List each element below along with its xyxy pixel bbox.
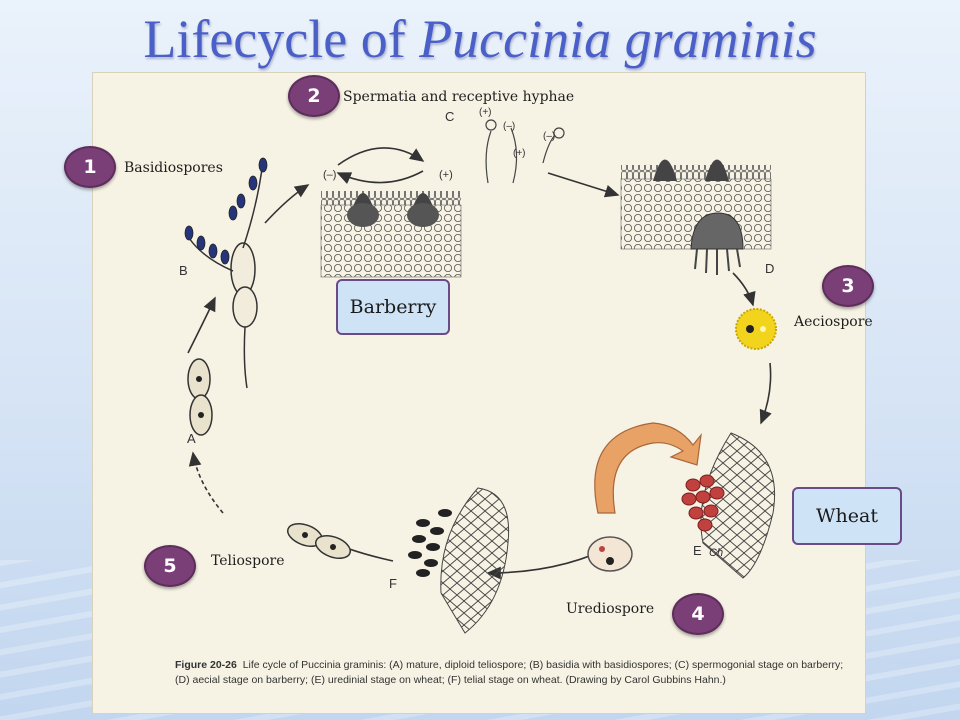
barberry-leaf-section: [320, 191, 462, 278]
wheat-uredinial-section: [700, 432, 776, 579]
germinating-teliospore: [187, 358, 213, 436]
figure-caption: Figure 20-26 Life cycle of Puccinia gram…: [175, 658, 855, 688]
label-f: F: [389, 576, 397, 591]
label-c: C: [445, 109, 455, 124]
curved-reinfection-arrow: [594, 422, 702, 514]
spermatia-hyphae: [485, 119, 565, 184]
step-badge-4: 4: [672, 593, 724, 635]
step-label-aeciospore: Aeciospore: [794, 314, 873, 330]
label-e: E: [693, 543, 702, 558]
label-plus-low: (+): [513, 148, 526, 159]
title-species: Puccinia graminis: [419, 9, 817, 69]
label-plus-right: (+): [439, 169, 453, 181]
urediospore-cluster: [681, 474, 725, 532]
label-minus-left: (–): [323, 169, 337, 181]
step-badge-5: 5: [144, 545, 196, 587]
urediospore: [587, 536, 633, 572]
step-label-teliospore: Teliospore: [211, 553, 285, 569]
step-badge-2: 2: [288, 75, 340, 117]
step-badge-3: 3: [822, 265, 874, 307]
label-minus-mid: (–): [503, 121, 516, 132]
step-label-urediospore: Urediospore: [566, 601, 655, 617]
caption-text: Life cycle of Puccinia graminis: (A) mat…: [175, 659, 844, 686]
host-box-barberry: Barberry: [336, 279, 450, 335]
lifecycle-figure: B A C D E F (–) (+) (+) (–) (+) (–) Ch F…: [92, 72, 866, 714]
aeciospore: [735, 308, 777, 350]
lifecycle-diagram: [184, 119, 777, 634]
aecial-stage-section: [620, 159, 772, 275]
label-ch: Ch: [709, 547, 724, 559]
caption-figure-label: Figure 20-26: [175, 659, 237, 671]
slide-title: Lifecycle of Puccinia graminis: [0, 6, 960, 72]
label-minus-right: (–): [543, 131, 556, 142]
label-b: B: [179, 263, 188, 278]
step-badge-1: 1: [64, 146, 116, 188]
telial-stage-section: [408, 487, 510, 634]
label-a: A: [187, 431, 196, 446]
host-box-wheat: Wheat: [792, 487, 902, 545]
title-main: Lifecycle of: [143, 9, 420, 69]
basidia-with-basidiospores: [184, 157, 268, 389]
teliospore: [286, 523, 352, 559]
step-label-spermatia: Spermatia and receptive hyphae: [343, 89, 575, 105]
label-plus-top: (+): [479, 107, 492, 118]
step-label-basidiospores: Basidiospores: [124, 160, 223, 176]
label-d: D: [765, 261, 775, 276]
